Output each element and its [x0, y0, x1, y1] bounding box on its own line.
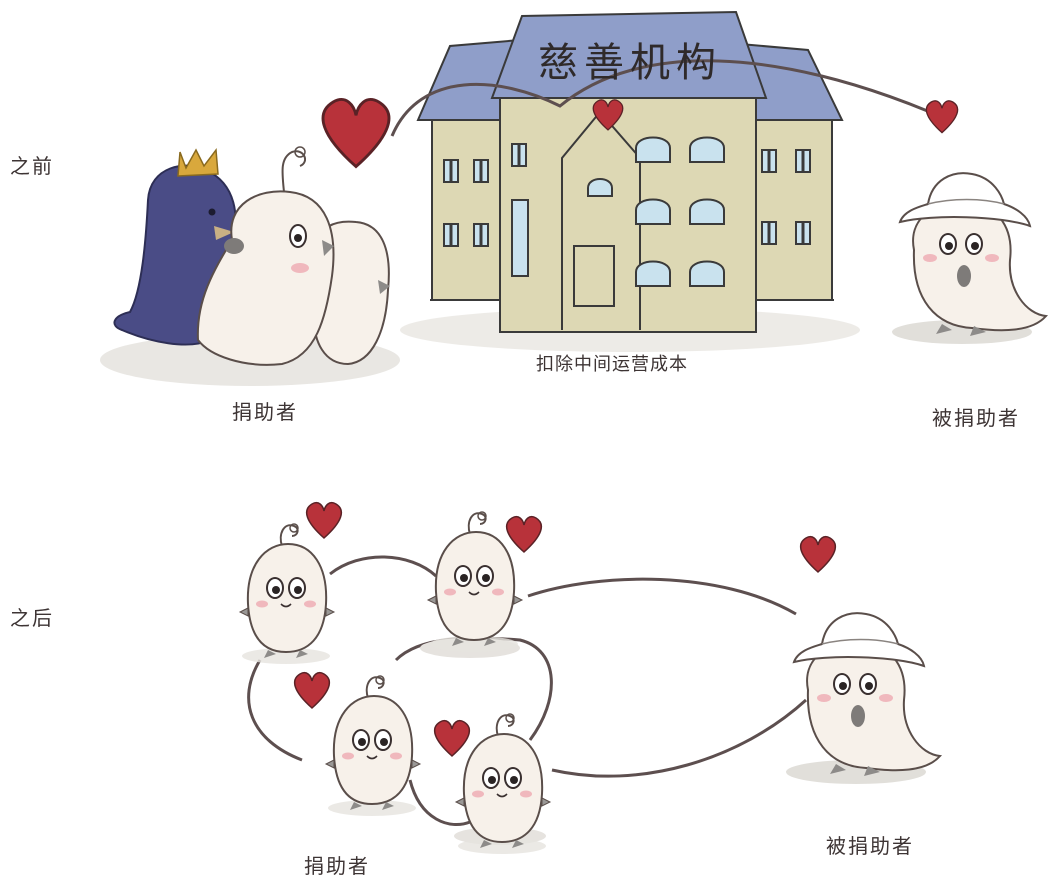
heart-icon: [305, 501, 343, 539]
building-caption: 扣除中间运营成本: [536, 354, 688, 375]
charity-building: [416, 10, 844, 333]
donation-path-before: [390, 59, 931, 137]
heart-icon: [433, 719, 471, 757]
heart-icon: [505, 515, 543, 553]
heart-icon: [321, 98, 391, 169]
heart-icon: [293, 671, 331, 709]
recipient-label-before: 被捐助者: [932, 406, 1020, 430]
section-label-after: 之后: [10, 606, 54, 630]
recipient-label-after: 被捐助者: [826, 834, 914, 858]
heart-icon: [925, 100, 959, 134]
donor-label-before: 捐助者: [232, 400, 298, 424]
building-sign: 慈善机构: [538, 40, 722, 86]
donor-group-before: [113, 146, 390, 366]
donor-label-after: 捐助者: [304, 854, 370, 878]
donor-creature: [325, 675, 421, 817]
section-label-before: 之前: [10, 154, 54, 178]
recipient-after: [785, 612, 941, 785]
recipient-before: [891, 172, 1047, 345]
heart-icon: [799, 535, 837, 573]
donor-creature: [239, 523, 335, 665]
